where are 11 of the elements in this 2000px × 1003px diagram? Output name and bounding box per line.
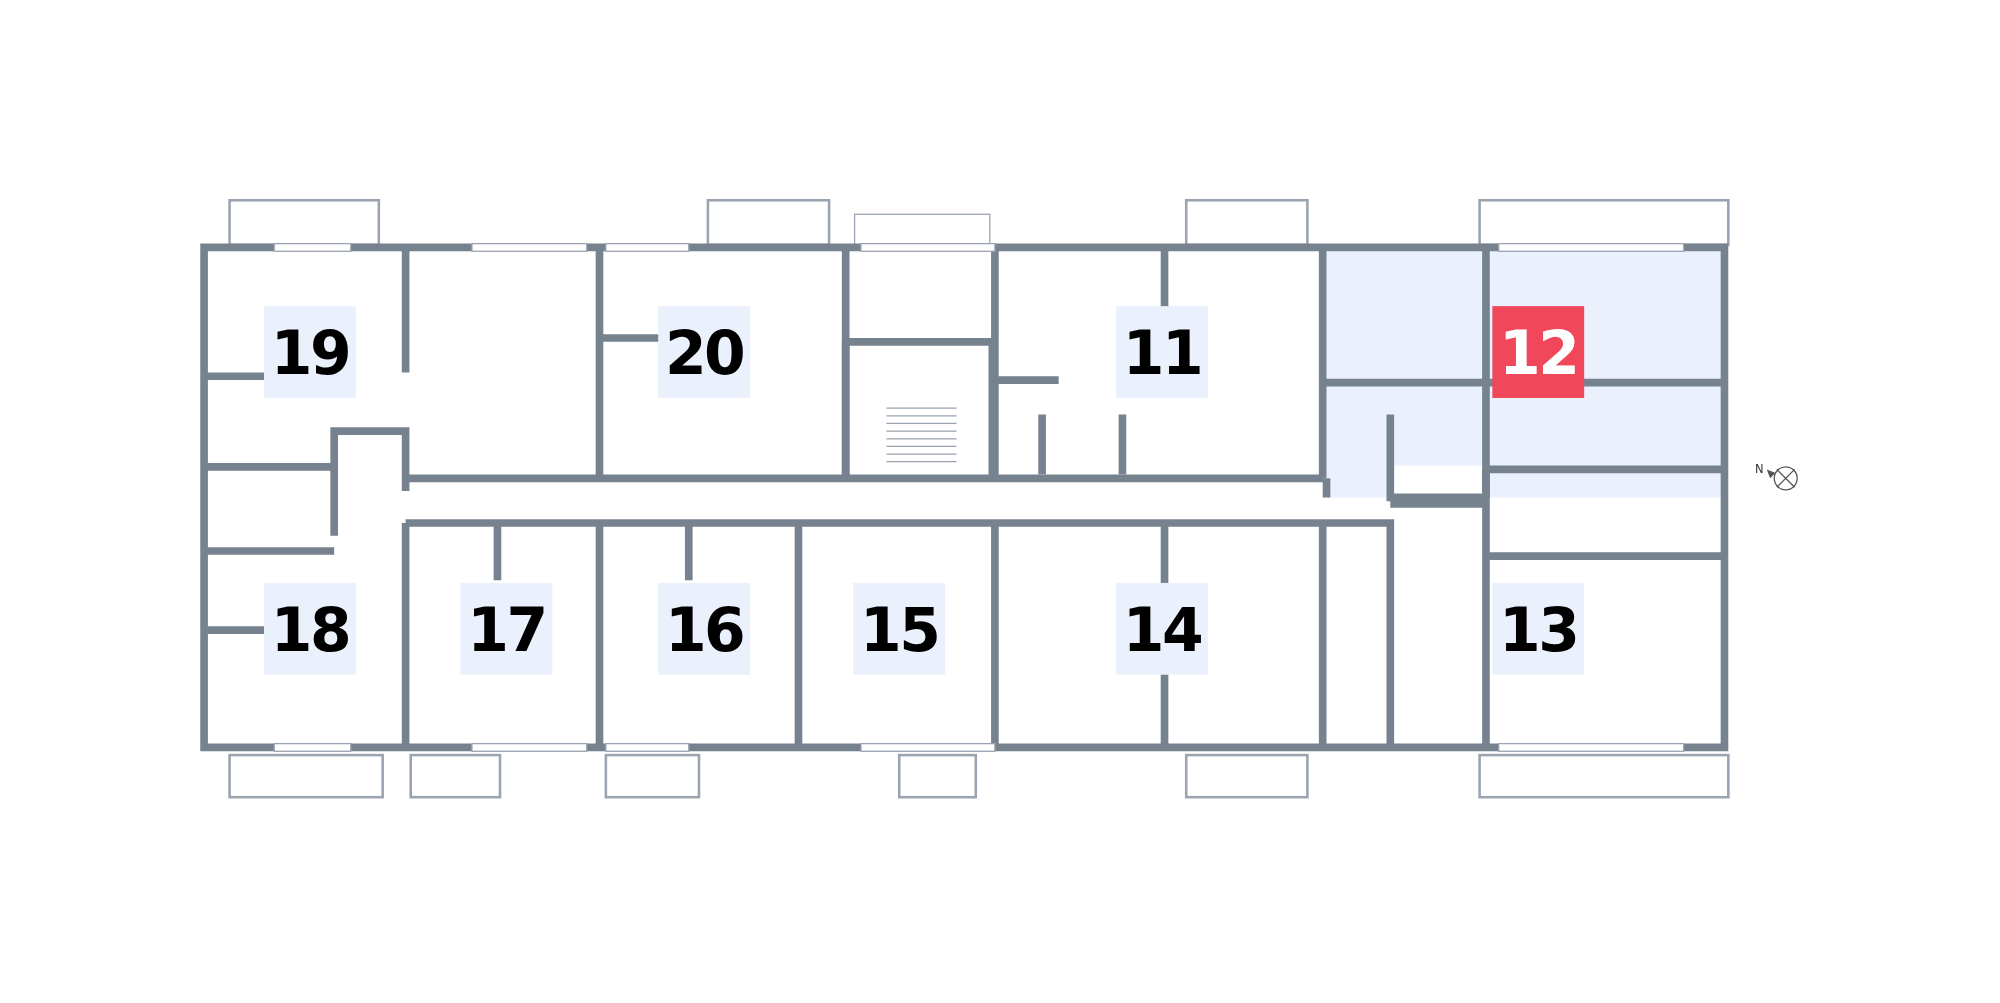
unit-number: 20 xyxy=(658,306,750,398)
unit-number: 15 xyxy=(853,582,946,675)
unit-number: 17 xyxy=(460,582,553,675)
unit-number: 14 xyxy=(1116,582,1208,675)
unit-number: 18 xyxy=(264,582,356,675)
compass-label: N xyxy=(1755,463,1764,476)
unit-number: 13 xyxy=(1492,582,1585,675)
unit-number: 16 xyxy=(658,582,750,675)
unit-number: 19 xyxy=(264,306,356,398)
unit-number: 11 xyxy=(1116,306,1208,398)
unit-number: 12 xyxy=(1492,306,1585,398)
